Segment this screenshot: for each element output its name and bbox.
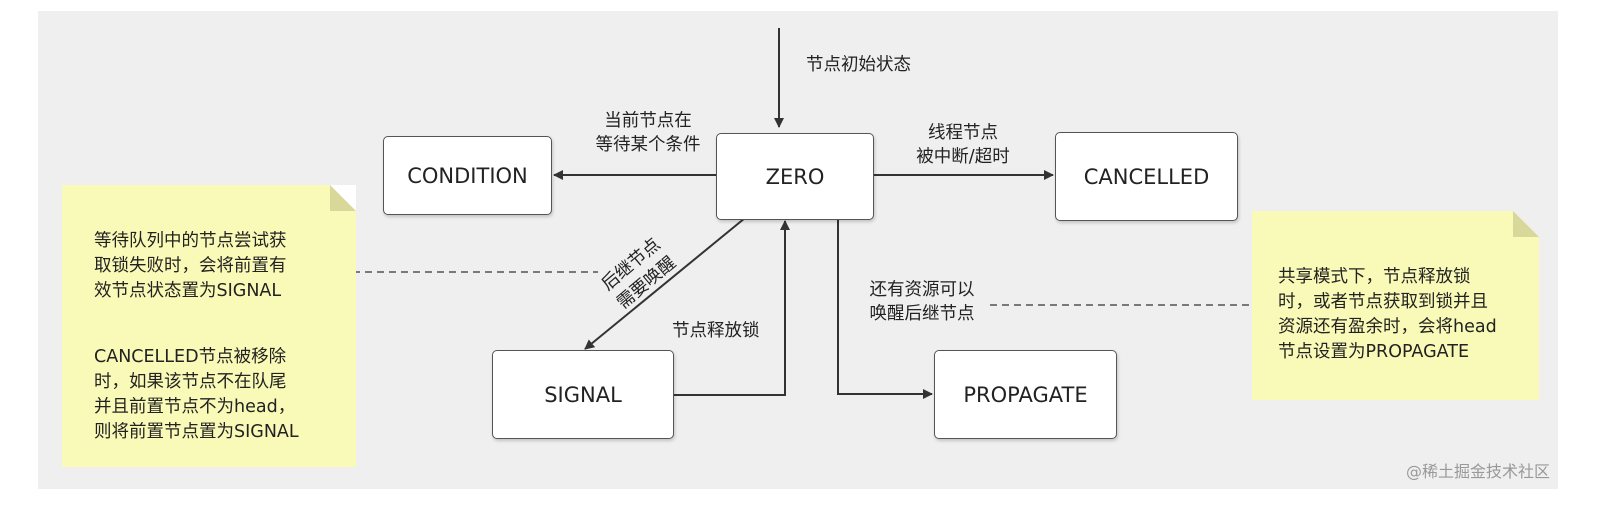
edge-label-to-propagate: 还有资源可以 唤醒后继节点 bbox=[869, 280, 975, 324]
state-cancelled: CANCELLED bbox=[1055, 132, 1238, 221]
state-condition: CONDITION bbox=[383, 136, 552, 215]
edge-label-initial: 节点初始状态 bbox=[806, 55, 911, 75]
note-left-fold bbox=[330, 185, 356, 211]
state-propagate-label: PROPAGATE bbox=[963, 382, 1088, 407]
state-zero-label: ZERO bbox=[765, 164, 825, 189]
watermark: @稀土掘金技术社区 bbox=[1405, 462, 1550, 481]
note-right-fold bbox=[1513, 211, 1539, 237]
edge-zero-signal bbox=[584, 217, 746, 350]
edge-label-to-cancelled: 线程节点 被中断/超时 bbox=[916, 123, 1010, 167]
state-signal-label: SIGNAL bbox=[544, 382, 622, 407]
state-propagate: PROPAGATE bbox=[934, 350, 1117, 439]
state-condition-label: CONDITION bbox=[407, 163, 528, 188]
note-left-text-2: CANCELLED节点被移除 时，如果该节点不在队尾 并且前置节点不为head，… bbox=[94, 347, 299, 442]
state-zero: ZERO bbox=[716, 133, 874, 220]
edge-label-to-condition: 当前节点在 等待某个条件 bbox=[595, 111, 701, 155]
note-right-text: 共享模式下，节点释放锁 时，或者节点获取到锁并且 资源还有盈余时，会将head … bbox=[1278, 267, 1497, 362]
note-right: 共享模式下，节点释放锁 时，或者节点获取到锁并且 资源还有盈余时，会将head … bbox=[1252, 211, 1539, 400]
edge-signal-zero bbox=[674, 220, 790, 396]
edge-label-signal-to-zero: 节点释放锁 bbox=[672, 321, 760, 341]
note-left-text-1: 等待队列中的节点尝试获 取锁失败时，会将前置有 效节点状态置为SIGNAL bbox=[94, 231, 287, 301]
state-signal: SIGNAL bbox=[492, 350, 674, 439]
note-left: 等待队列中的节点尝试获 取锁失败时，会将前置有 效节点状态置为SIGNAL CA… bbox=[62, 185, 356, 467]
state-cancelled-label: CANCELLED bbox=[1083, 164, 1210, 189]
edge-zero-propagate bbox=[837, 218, 933, 399]
